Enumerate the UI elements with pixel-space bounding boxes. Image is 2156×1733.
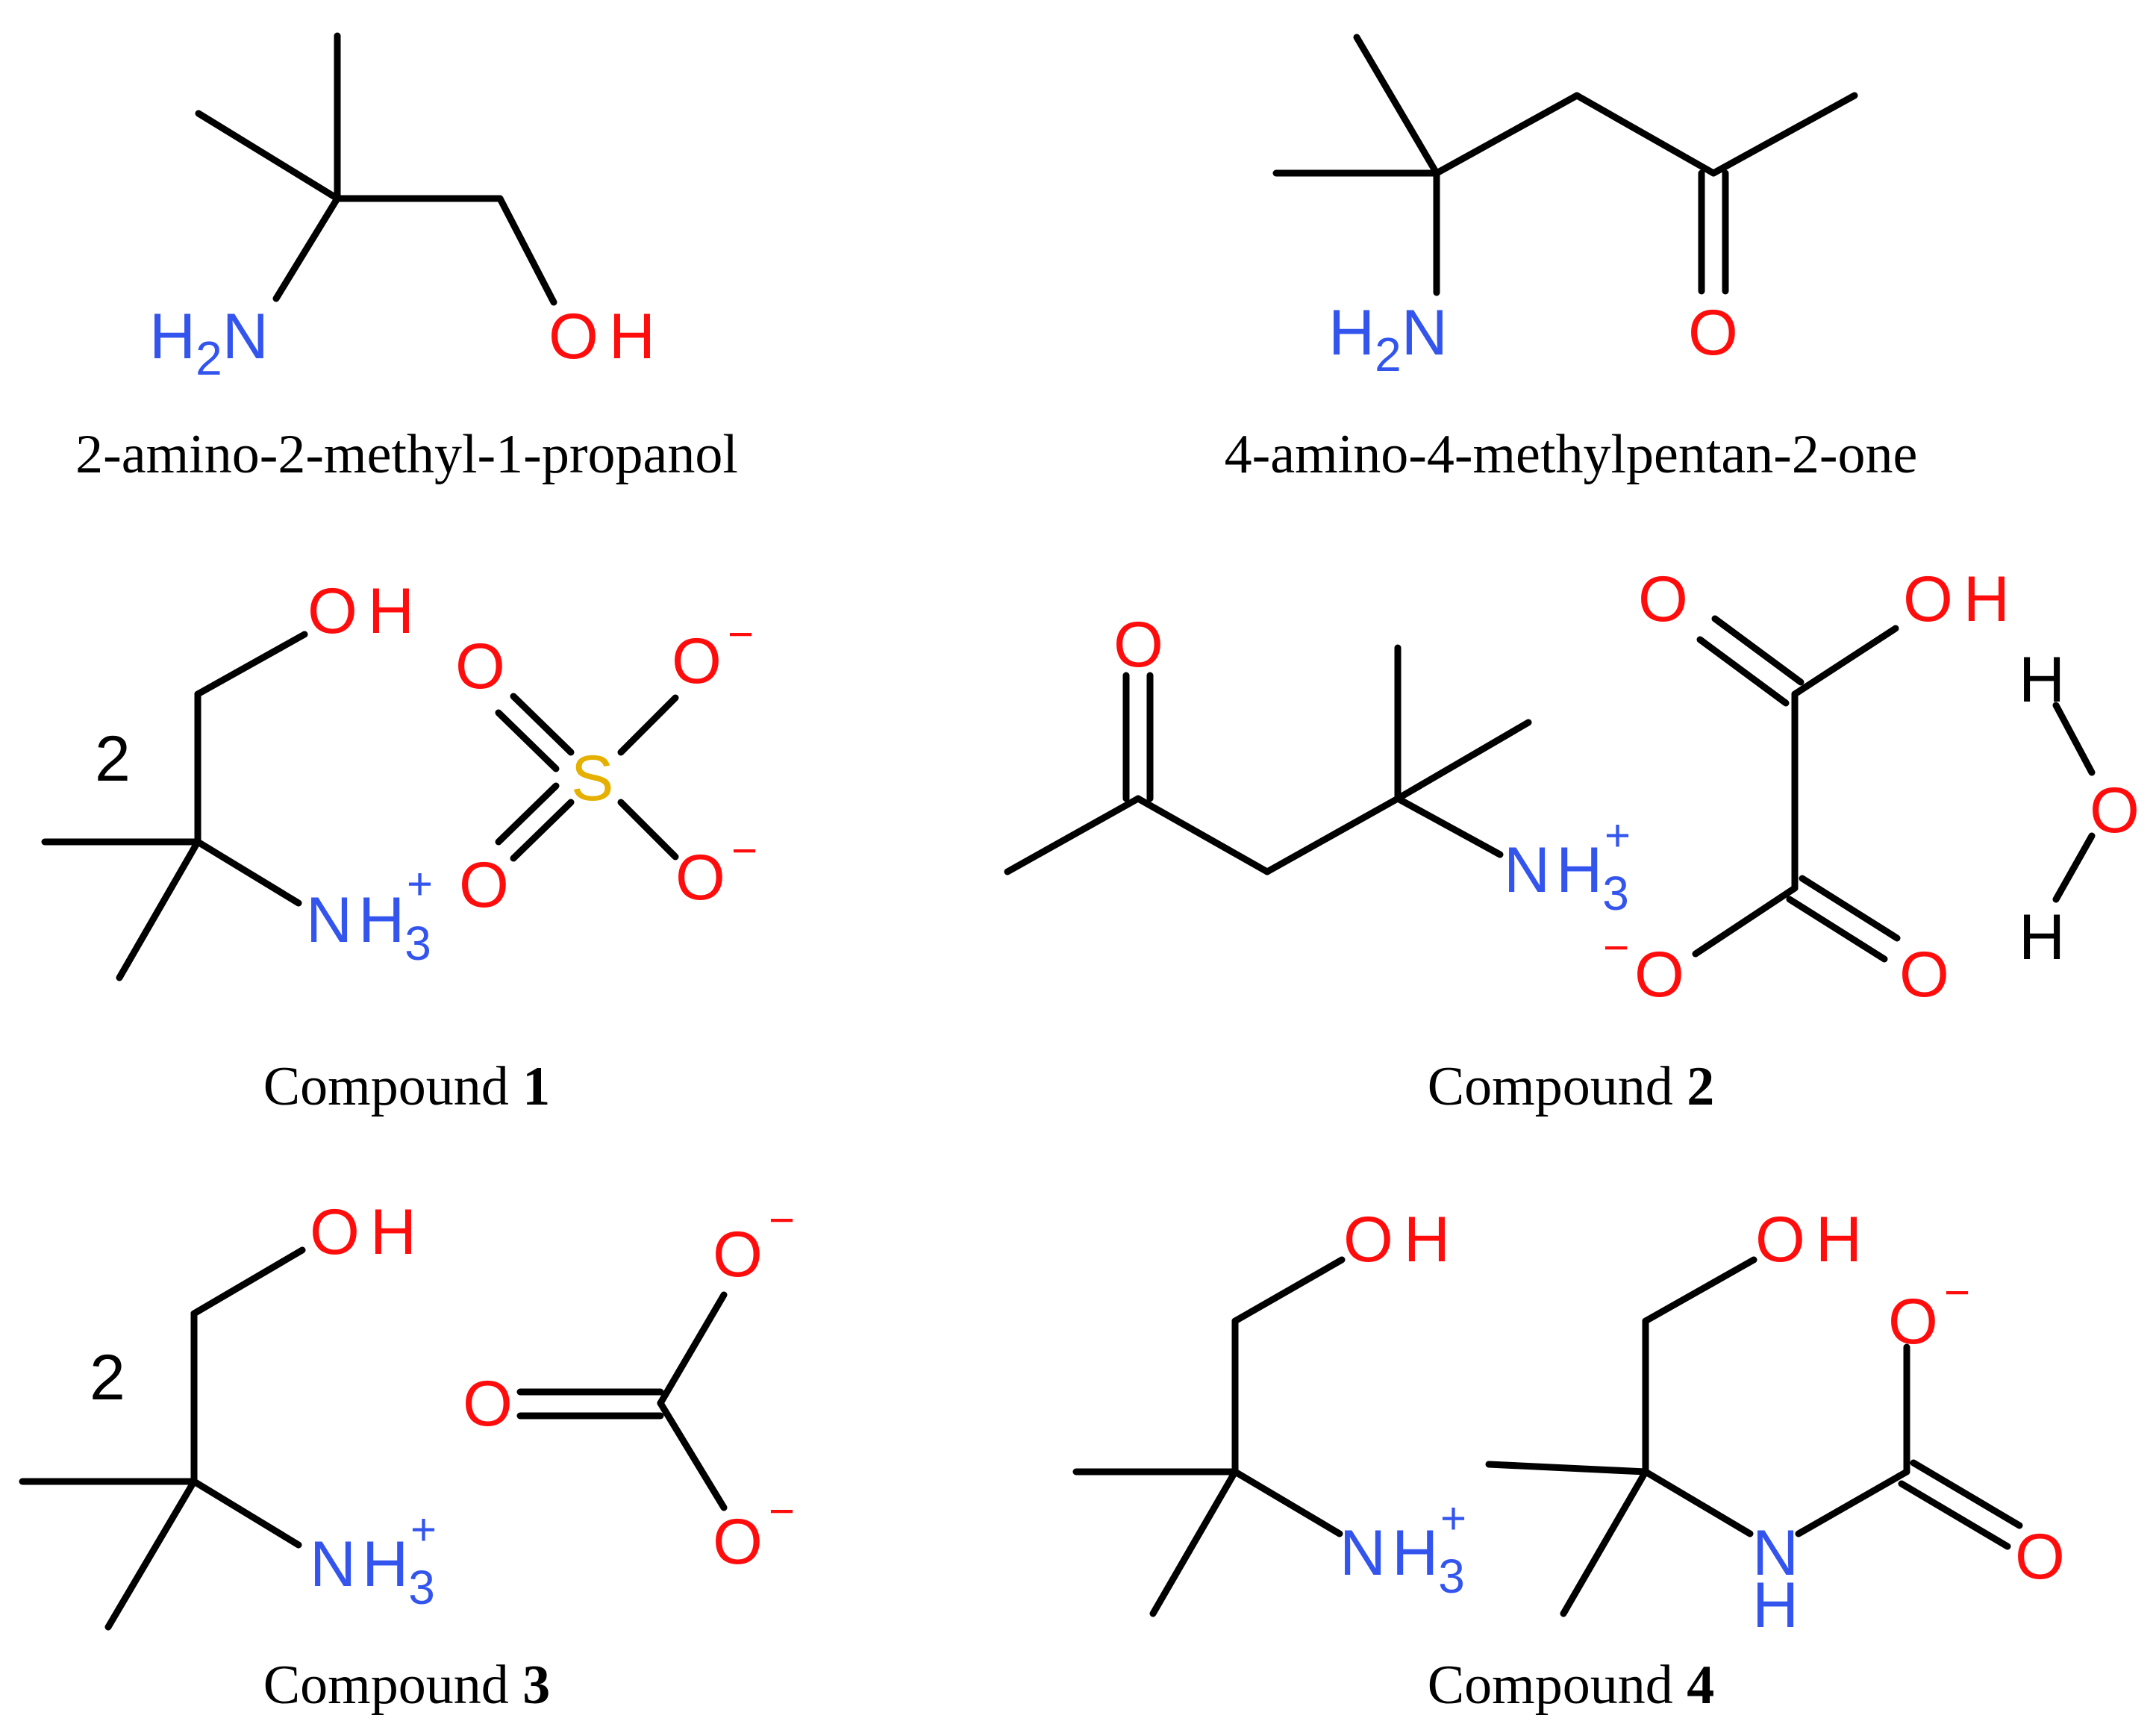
amp-nh2-label: H2N (149, 301, 269, 385)
compound-2-oxalate-o-charge: − (1603, 922, 1629, 972)
compound-3-carbonate-bonds (516, 1291, 728, 1511)
compound-4-nh-n-label: N (1752, 1517, 1799, 1589)
compound-4-nh-h-label: H (1752, 1570, 1799, 1641)
compound-2-oxalate-o-bottom-right: O (1899, 939, 1949, 1011)
compound-2-cation-bonds (1004, 644, 1532, 875)
compound-1-sulfate-bonds (495, 693, 679, 862)
compound-1-stoich: 2 (95, 723, 131, 795)
compound-2-caption: Compound 2 (1428, 1056, 1714, 1117)
compound-4-carbamate-bonds (1485, 1256, 2023, 1617)
compound-4-cation-bonds (1072, 1256, 1346, 1617)
compound-3-nh3-label: NH3 (310, 1529, 435, 1614)
compound-1-sulfate-o-bottom-right-charge: − (731, 825, 757, 875)
compound-2-nh3-label: NH3 (1504, 834, 1629, 920)
compound-4-carbamate-o-right: O (2015, 1521, 2065, 1593)
compound-3-cation-bonds (19, 1246, 306, 1631)
compound-3-stoich: 2 (90, 1342, 125, 1414)
compound-3-carbonate-o-left: O (463, 1368, 513, 1440)
amp-bonds (195, 32, 557, 306)
compound-1-nh3-charge: + (407, 859, 433, 909)
compound-2-oxalate-bonds (1692, 615, 1901, 963)
amp-caption: 2-amino-2-methyl-1-propanol (75, 424, 738, 485)
compound-4-nh3-label: NH3 (1340, 1517, 1465, 1603)
panel-ammp: H2N O 4-amino-4-methylpentan-2-one (1225, 34, 1918, 485)
compound-2-oxalate-o-bottom-left: O (1634, 939, 1684, 1011)
compound-2-carbonyl-o-label: O (1113, 609, 1163, 681)
compound-4-nh3-charge: + (1440, 1493, 1466, 1543)
compound-4-caption: Compound 4 (1428, 1655, 1714, 1716)
compound-3-carbonate-o-bottom-charge: − (769, 1486, 795, 1536)
compound-3-nh3-charge: + (410, 1505, 437, 1555)
compound-1-sulfate-o-top-right: O (672, 625, 722, 697)
compound-1-sulfate-o-bottom-left: O (459, 849, 509, 921)
compound-1-sulfur-label: S (571, 743, 613, 814)
compound-1-cation-bonds (41, 631, 308, 981)
compound-2-water-h-top: H (2019, 644, 2065, 716)
compound-1-nh3-label: NH3 (306, 884, 431, 970)
compound-1-caption: Compound 1 (263, 1056, 550, 1117)
compound-3-caption: Compound 3 (263, 1655, 550, 1716)
compound-3-carbonate-o-bottom: O (713, 1506, 763, 1578)
compound-4-carbamate-o-top-charge: − (1944, 1267, 1970, 1317)
ammp-bonds (1272, 34, 1858, 296)
compound-1-sulfate-o-top-left: O (455, 631, 505, 702)
compound-1-sulfate-o-bottom-right: O (675, 842, 725, 914)
compound-2-water-bonds (2052, 702, 2096, 903)
ammp-carbonyl-o-label: O (1688, 297, 1738, 369)
compound-2-water-h-bottom: H (2019, 902, 2065, 973)
compound-3-carbonate-o-top: O (713, 1219, 763, 1290)
compound-4-carbamate-o-top: O (1888, 1286, 1938, 1358)
ammp-nh2-label: H2N (1328, 297, 1448, 381)
compound-2-nh3-charge: + (1604, 811, 1631, 861)
ammp-caption: 4-amino-4-methylpentan-2-one (1225, 424, 1918, 485)
compound-2-water-o: O (2090, 775, 2140, 846)
compound-2-oxalate-o-top-left: O (1638, 563, 1688, 635)
compound-1-sulfate-o-top-right-charge: − (728, 609, 754, 659)
compound-3-carbonate-o-top-charge: − (769, 1195, 795, 1245)
